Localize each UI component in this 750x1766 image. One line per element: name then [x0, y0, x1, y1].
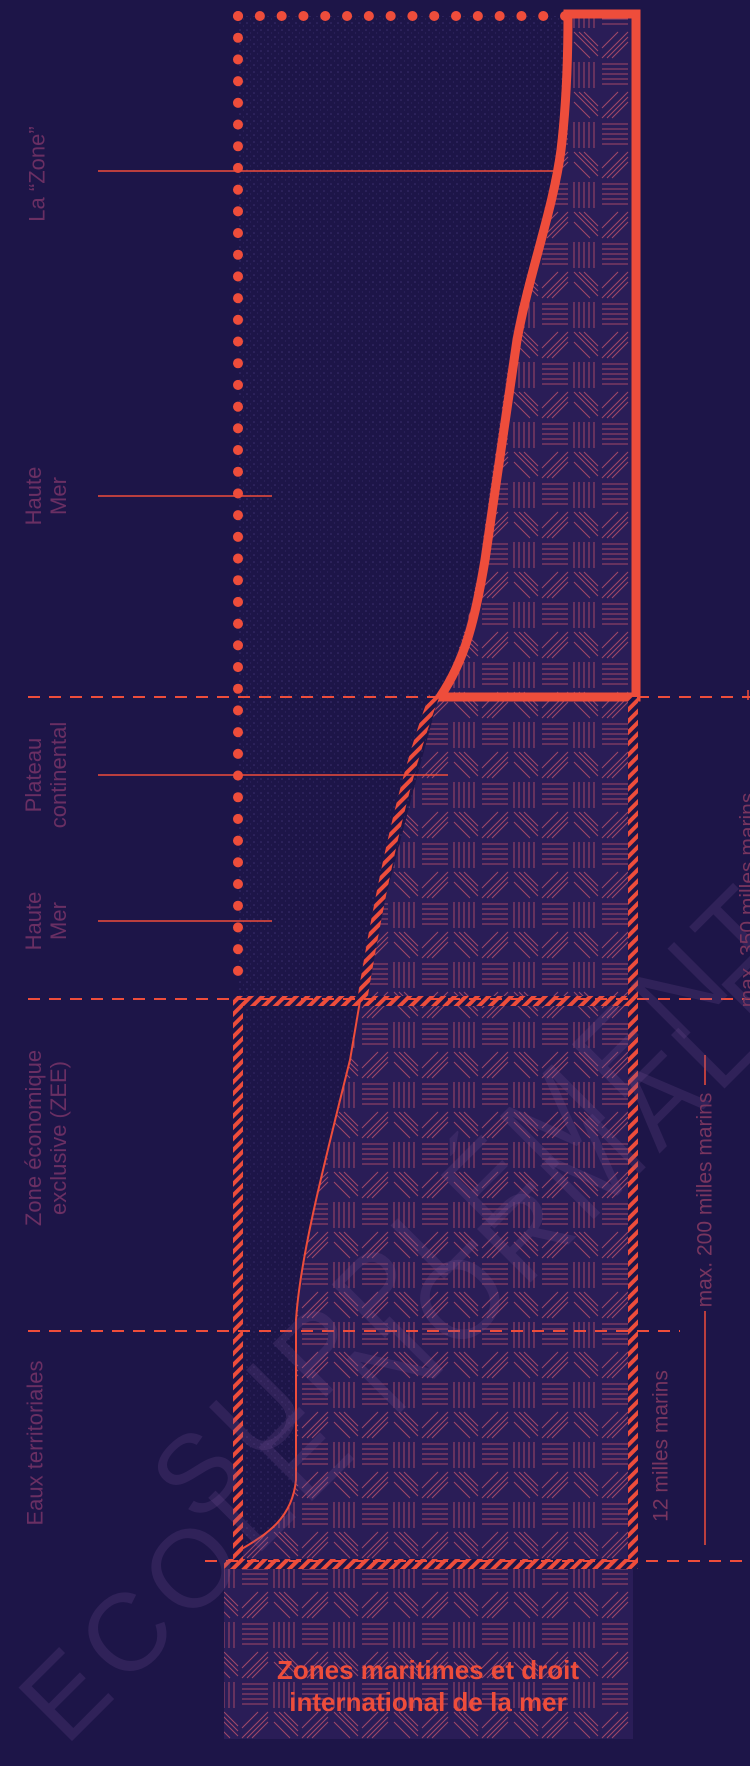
label-zee: Zone économique exclusive (ZEE) [21, 1050, 71, 1226]
measure-200-milles: max. 200 milles marins [693, 1093, 718, 1308]
label-haute-mer-top: Haute Mer [21, 467, 71, 526]
label-plateau-continental: Plateau continental [21, 722, 71, 828]
measure-12-milles: 12 milles marins [649, 1370, 674, 1522]
measure-350-milles: max. 350 milles marins [736, 793, 750, 1008]
diagram-title: Zones maritimes et droit international d… [218, 1654, 638, 1718]
label-haute-mer-mid: Haute Mer [21, 892, 71, 951]
label-eaux-territoriales: Eaux territoriales [23, 1360, 48, 1525]
label-zone: La “Zone” [25, 126, 50, 221]
